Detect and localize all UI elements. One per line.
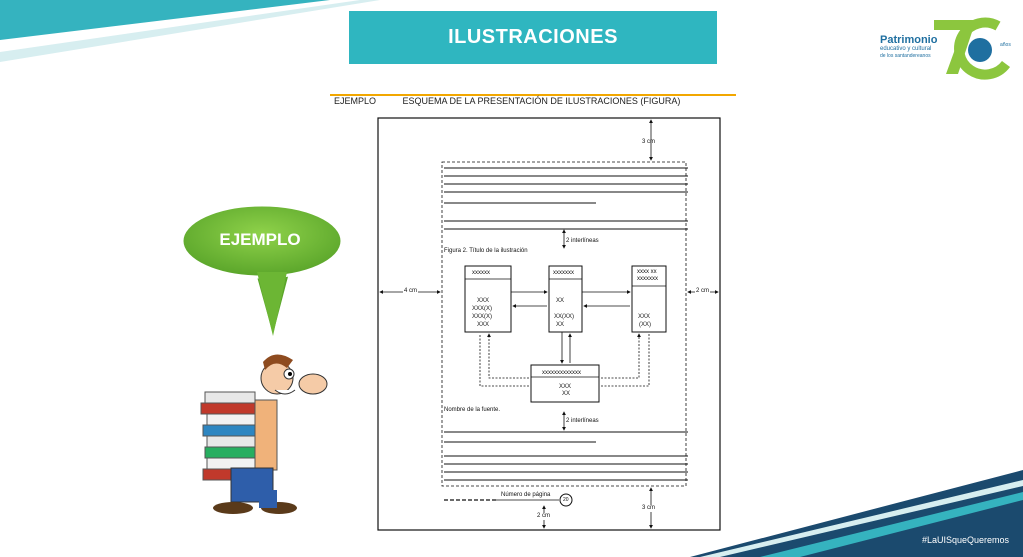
- top-margin-label: 3 cm: [642, 139, 656, 145]
- box-left-header: xxxxxx: [472, 270, 490, 276]
- box-middle-line2: XX(XX): [554, 314, 575, 320]
- example-label: EJEMPLO: [334, 96, 377, 106]
- logo-name: Patrimonio: [880, 34, 938, 46]
- document-heading: EJEMPLO ESQUEMA DE LA PRESENTACIÓN DE IL…: [334, 96, 680, 106]
- box-left-line4: XXX: [477, 322, 490, 328]
- bubble-label: EJEMPLO: [219, 230, 301, 249]
- spacing-bottom-label: 2 interlíneas: [566, 418, 599, 424]
- box-left-line2: XXX(X): [472, 306, 493, 312]
- logo-line2: de los santandereanos: [880, 53, 931, 59]
- figure-title: Figura 2. Título de la ilustración: [444, 248, 528, 254]
- logo-line1: educativo y cultural: [880, 46, 932, 52]
- box-right-header1: xxxx xx: [637, 269, 657, 275]
- box-left-line1: XXX: [477, 298, 490, 304]
- box-middle-line1: XX: [556, 298, 565, 304]
- box-bottom-header: xxxxxxxxxxxxx: [542, 370, 581, 376]
- hashtag-label: #LaUISqueQueremos: [921, 535, 1009, 545]
- box-middle-line3: XX: [556, 322, 565, 328]
- source-label: Nombre de la fuente.: [444, 407, 501, 413]
- box-right-line1: XXX: [638, 314, 651, 320]
- speech-bubble: [180, 203, 344, 346]
- anniversary-logo-icon: años: [934, 17, 1011, 80]
- box-bottom-line2: XX: [562, 391, 571, 397]
- logo-badge: años: [1000, 42, 1011, 48]
- box-bottom-line1: XXX: [559, 384, 572, 390]
- right-margin-label: 2 cm: [695, 288, 711, 295]
- bottom-margin-left-label: 2 cm: [537, 513, 551, 520]
- box-right-line2: (XX): [639, 322, 651, 328]
- page-title: ILUSTRACIONES: [349, 11, 717, 64]
- student-with-books-illustration: [200, 354, 328, 514]
- box-middle-header: xxxxxxx: [553, 270, 574, 276]
- left-margin-label: 4 cm: [403, 288, 419, 295]
- page-number-label: Número de página: [501, 492, 551, 498]
- schema-heading: ESQUEMA DE LA PRESENTACIÓN DE ILUSTRACIO…: [402, 96, 681, 106]
- heading-rule: [330, 94, 736, 96]
- box-left-line3: XXX(X): [472, 314, 493, 320]
- bottom-margin-right-label: 3 cm: [642, 505, 656, 512]
- page-number: 20: [563, 497, 569, 503]
- spacing-top-label: 2 interlíneas: [566, 238, 599, 244]
- box-right-header2: xxxxxxx: [637, 276, 658, 282]
- document-schema-diagram: [377, 117, 721, 531]
